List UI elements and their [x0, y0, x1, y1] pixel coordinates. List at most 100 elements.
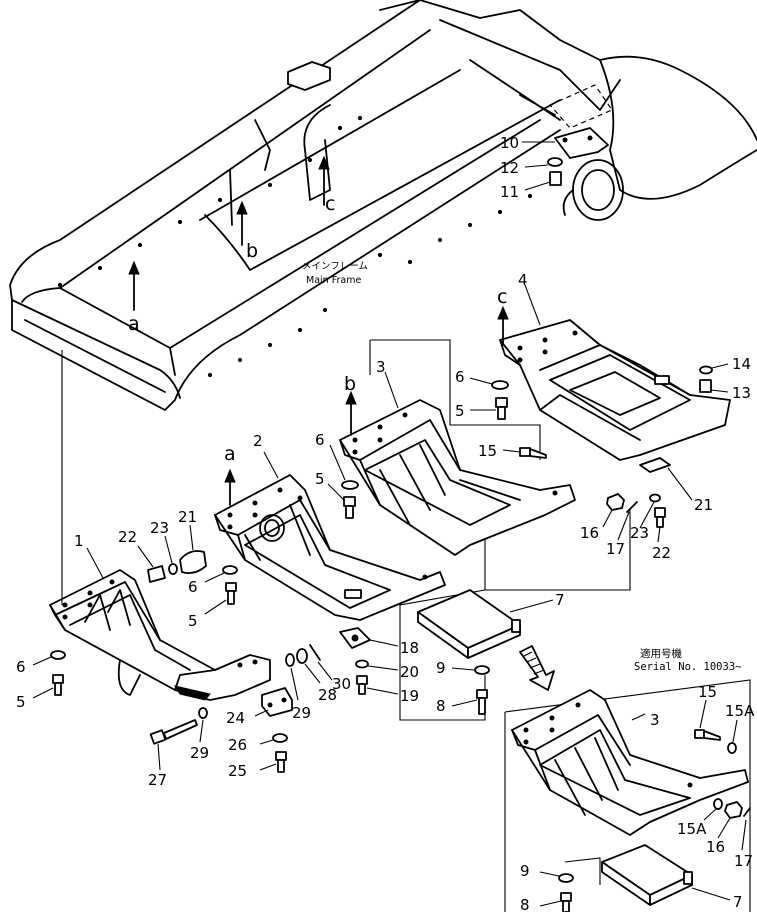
callout-5-mid: 5	[188, 612, 198, 630]
plate-part-18	[339, 627, 399, 649]
box-part-7	[417, 589, 521, 659]
pin-part-30	[309, 644, 333, 681]
washer-part-26	[259, 733, 288, 745]
callout-6-c: 6	[455, 368, 465, 386]
washer-part-6-left	[32, 650, 66, 666]
cover-part-2	[214, 474, 446, 621]
callout-16-alt: 16	[706, 838, 725, 856]
callout-18: 18	[400, 639, 419, 657]
frame-bolt-holes	[57, 115, 533, 378]
callout-6-b: 6	[315, 431, 325, 449]
bolt-part-15	[502, 447, 547, 459]
callout-29-a: 29	[190, 744, 209, 762]
callout-23-right: 23	[630, 524, 649, 542]
washer-part-6-c	[469, 377, 509, 390]
washer-part-14	[699, 363, 729, 375]
reference-arrow-c-frame	[318, 155, 330, 206]
callout-3-alt: 3	[650, 711, 660, 729]
callout-20: 20	[400, 663, 419, 681]
callout-5-left: 5	[16, 693, 26, 711]
reference-letter-b-cover: b	[344, 373, 356, 395]
bolt-part-8-alt	[539, 892, 572, 912]
washer-part-9	[451, 665, 490, 675]
bolt-part-11	[524, 171, 562, 191]
cover-part-1	[49, 569, 271, 701]
washer-part-15a-top	[727, 719, 738, 754]
bracket-part-10	[522, 127, 609, 159]
callout-15: 15	[478, 442, 497, 460]
washer-part-6-b	[329, 444, 359, 490]
bolt-part-5-mid	[204, 582, 237, 615]
reference-arrow-c-cover	[497, 305, 509, 346]
reference-arrow-a-cover	[224, 468, 236, 506]
callout-7-alt: 7	[733, 893, 743, 911]
callout-26: 26	[228, 736, 247, 754]
reference-letter-b-frame: b	[246, 240, 258, 262]
cover-part-4	[499, 319, 731, 461]
box-part-7-alt	[601, 844, 693, 906]
frame-label-japanese: メインフレーム	[302, 261, 368, 272]
washer-part-23-right	[639, 493, 661, 529]
callout-15a-top: 15A	[725, 702, 755, 720]
callout-30: 30	[332, 675, 351, 693]
reference-letter-a-frame: a	[128, 313, 140, 335]
callout-23-left: 23	[150, 519, 169, 537]
plate-part-21-right	[639, 457, 693, 501]
callout-9-alt: 9	[520, 862, 530, 880]
reference-letter-c-frame: c	[325, 193, 335, 215]
washer-part-6-mid	[204, 565, 238, 583]
bolt-part-5-c	[470, 397, 508, 420]
serial-note-japanese: 適用号機	[640, 647, 682, 660]
callout-17: 17	[606, 540, 625, 558]
nut-part-16	[602, 493, 625, 528]
callout-8-alt: 8	[520, 896, 530, 912]
callout-3: 3	[376, 358, 386, 376]
bolt-part-22-right	[654, 507, 666, 543]
plate-part-21-left	[179, 524, 207, 575]
reference-arrow-b-frame	[236, 200, 248, 246]
callout-16: 16	[580, 524, 599, 542]
bolt-part-13	[699, 379, 729, 393]
bolt-part-27	[149, 719, 198, 771]
pin-part-17	[617, 501, 638, 541]
washer-part-12	[524, 157, 563, 168]
callout-6-mid: 6	[188, 578, 198, 596]
reference-arrow-a-frame	[128, 260, 140, 311]
washer-part-20	[355, 659, 399, 671]
callout-15-alt: 15	[698, 683, 717, 701]
callout-1: 1	[74, 532, 84, 550]
bracket-part-24	[254, 687, 293, 717]
callout-13: 13	[732, 384, 751, 402]
callout-25: 25	[228, 762, 247, 780]
callout-12: 12	[500, 159, 519, 177]
callout-22-right: 22	[652, 544, 671, 562]
bolt-part-5-left	[32, 674, 64, 699]
outline-group-cover-3	[369, 339, 541, 590]
cover-part-3-alt	[511, 689, 749, 836]
callout-14: 14	[732, 355, 751, 373]
bolt-part-19	[356, 675, 399, 695]
nut-part-29-b	[285, 653, 299, 701]
pin-part-17-alt	[741, 807, 751, 851]
callout-9: 9	[436, 659, 446, 677]
callout-15a-bottom: 15A	[677, 820, 707, 838]
callout-17-alt: 17	[734, 852, 753, 870]
washer-part-15a-bottom	[703, 798, 723, 821]
callout-10: 10	[500, 134, 519, 152]
callout-22-left: 22	[118, 528, 137, 546]
bolt-part-25	[259, 751, 287, 773]
callout-7: 7	[555, 591, 565, 609]
washer-part-29-a	[198, 707, 208, 743]
outline-group-part-7-alt	[564, 857, 601, 885]
callout-29-b: 29	[292, 704, 311, 722]
reference-letter-a-cover: a	[224, 443, 236, 465]
reference-letter-c-cover: c	[497, 286, 507, 308]
washer-part-23-left	[164, 535, 178, 575]
callout-21-right: 21	[694, 496, 713, 514]
nut-part-28	[296, 648, 321, 684]
bolt-part-8	[451, 689, 488, 715]
callout-6-left: 6	[16, 658, 26, 676]
cover-part-3	[339, 399, 576, 556]
callout-5-c: 5	[455, 402, 465, 420]
